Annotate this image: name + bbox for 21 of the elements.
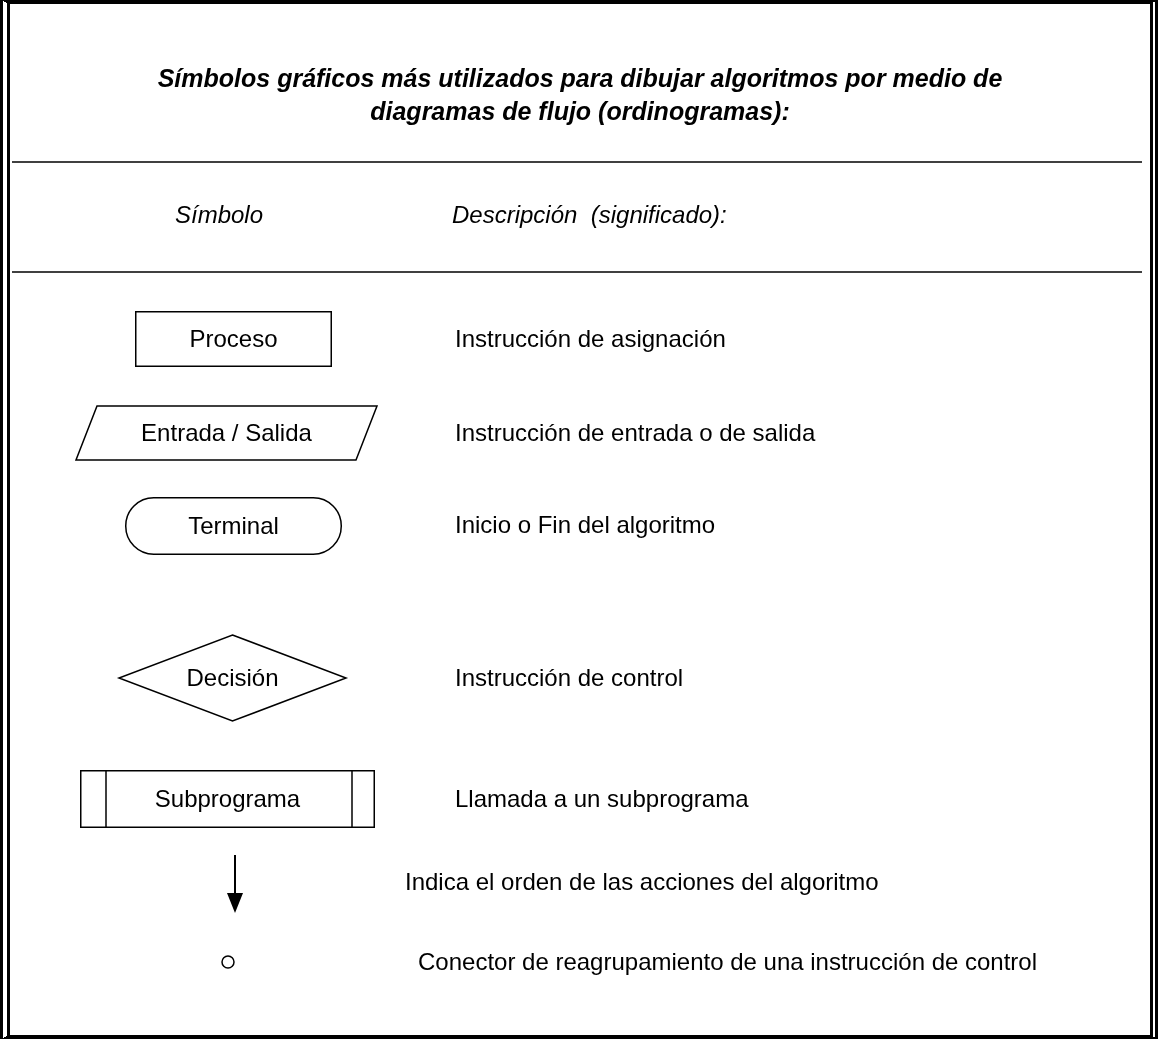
node-label: Entrada / Salida [141,419,312,447]
description-text: Instrucción de control [455,664,684,692]
description-text: Conector de reagrupamiento de una instrucción de control [418,948,1038,976]
subprogram-box [80,770,375,828]
column-header: Símbolo [175,201,264,229]
process-box [135,311,332,367]
description-text: Inicio o Fin del algoritmo [455,511,716,539]
decision-diamond [118,634,347,722]
terminal-shape [125,497,342,555]
node-label: Decisión [186,664,279,692]
description-text: Instrucción de asignación [455,325,726,353]
node-label: Terminal [188,512,279,540]
description-text: Indica el orden de las acciones del algoritmo [405,868,879,896]
connector-circle [221,955,235,969]
title: Símbolos gráficos más utilizados para dibujar algoritmos por medio de diagramas de flujo (ordinogramas): [156,63,1004,127]
description-text: Instrucción de entrada o de salida [455,419,816,447]
node-label: Subprograma [154,785,301,813]
input-output-parallelogram [75,405,378,461]
column-header: Descripción (significado): [452,201,727,229]
node-label: Proceso [189,325,278,353]
description-text: Llamada a un subprograma [455,785,749,813]
